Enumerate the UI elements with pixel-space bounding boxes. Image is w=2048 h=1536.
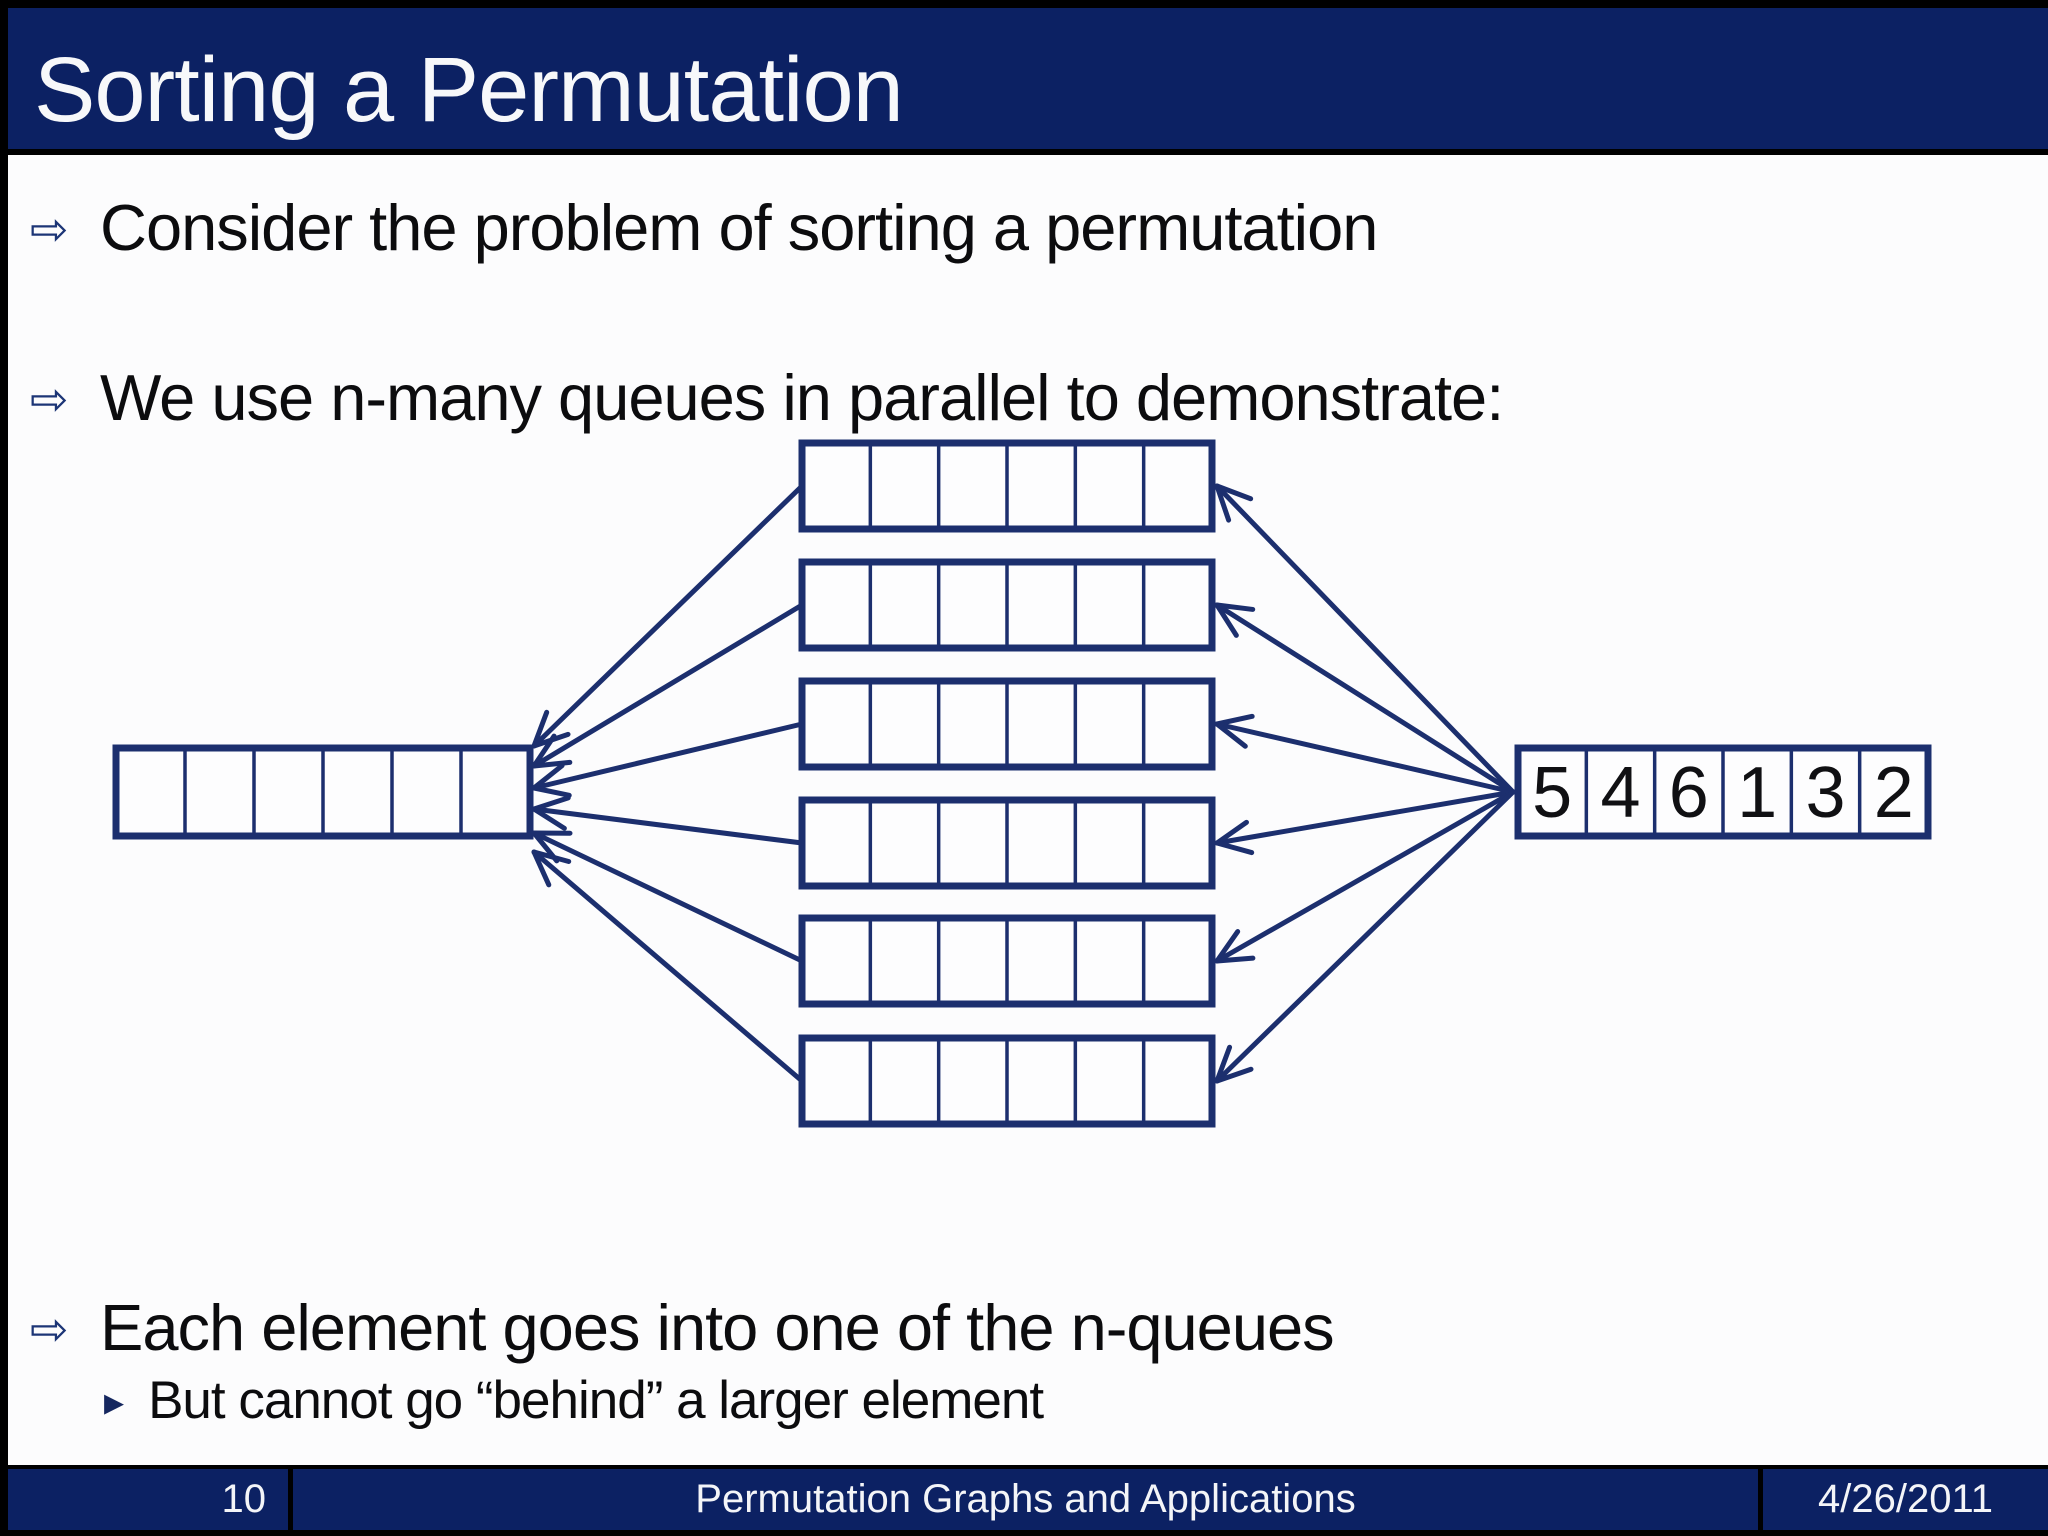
slide-top-border <box>0 0 2048 8</box>
svg-text:2: 2 <box>1874 753 1914 833</box>
footer-page-section: 10 <box>8 1469 288 1530</box>
bullet-text: Consider the problem of sorting a permut… <box>100 191 1378 264</box>
sub-bullet-text: But cannot go “behind” a larger element <box>148 1371 1044 1430</box>
arrow-bullet-icon: ⇨ <box>30 202 69 256</box>
footer-divider <box>288 1469 293 1530</box>
sub-bullet-item: ▸ But cannot go “behind” a larger elemen… <box>104 1371 1044 1430</box>
footer-date: 4/26/2011 <box>1818 1477 1993 1521</box>
svg-text:3: 3 <box>1805 753 1845 833</box>
bullet-item: ⇨ Consider the problem of sorting a perm… <box>30 191 1378 264</box>
bullet-item: ⇨ We use n-many queues in parallel to de… <box>30 361 1504 434</box>
triangle-bullet-icon: ▸ <box>104 1379 125 1425</box>
slide-title: Sorting a Permutation <box>34 39 904 141</box>
footer-divider <box>1758 1469 1763 1530</box>
page-number: 10 <box>221 1477 267 1521</box>
svg-text:5: 5 <box>1532 753 1572 833</box>
slide-bottom-border <box>0 1530 2048 1536</box>
footer-title: Permutation Graphs and Applications <box>695 1477 1356 1521</box>
footer-bar: 10 Permutation Graphs and Applications 4… <box>8 1465 2048 1530</box>
title-bar: Sorting a Permutation <box>8 8 2048 155</box>
bullet-item: ⇨ Each element goes into one of the n-qu… <box>30 1291 1335 1364</box>
slide-left-border <box>0 0 8 1536</box>
bullet-text: Each element goes into one of the n-queu… <box>100 1291 1335 1364</box>
footer-date-section: 4/26/2011 <box>1763 1469 2048 1530</box>
svg-text:4: 4 <box>1600 753 1640 833</box>
footer-title-section: Permutation Graphs and Applications <box>293 1469 1758 1530</box>
svg-text:1: 1 <box>1737 753 1777 833</box>
arrow-bullet-icon: ⇨ <box>30 1302 69 1356</box>
arrow-bullet-icon: ⇨ <box>30 372 69 426</box>
svg-text:6: 6 <box>1669 753 1709 833</box>
bullet-text: We use n-many queues in parallel to demo… <box>100 361 1504 434</box>
